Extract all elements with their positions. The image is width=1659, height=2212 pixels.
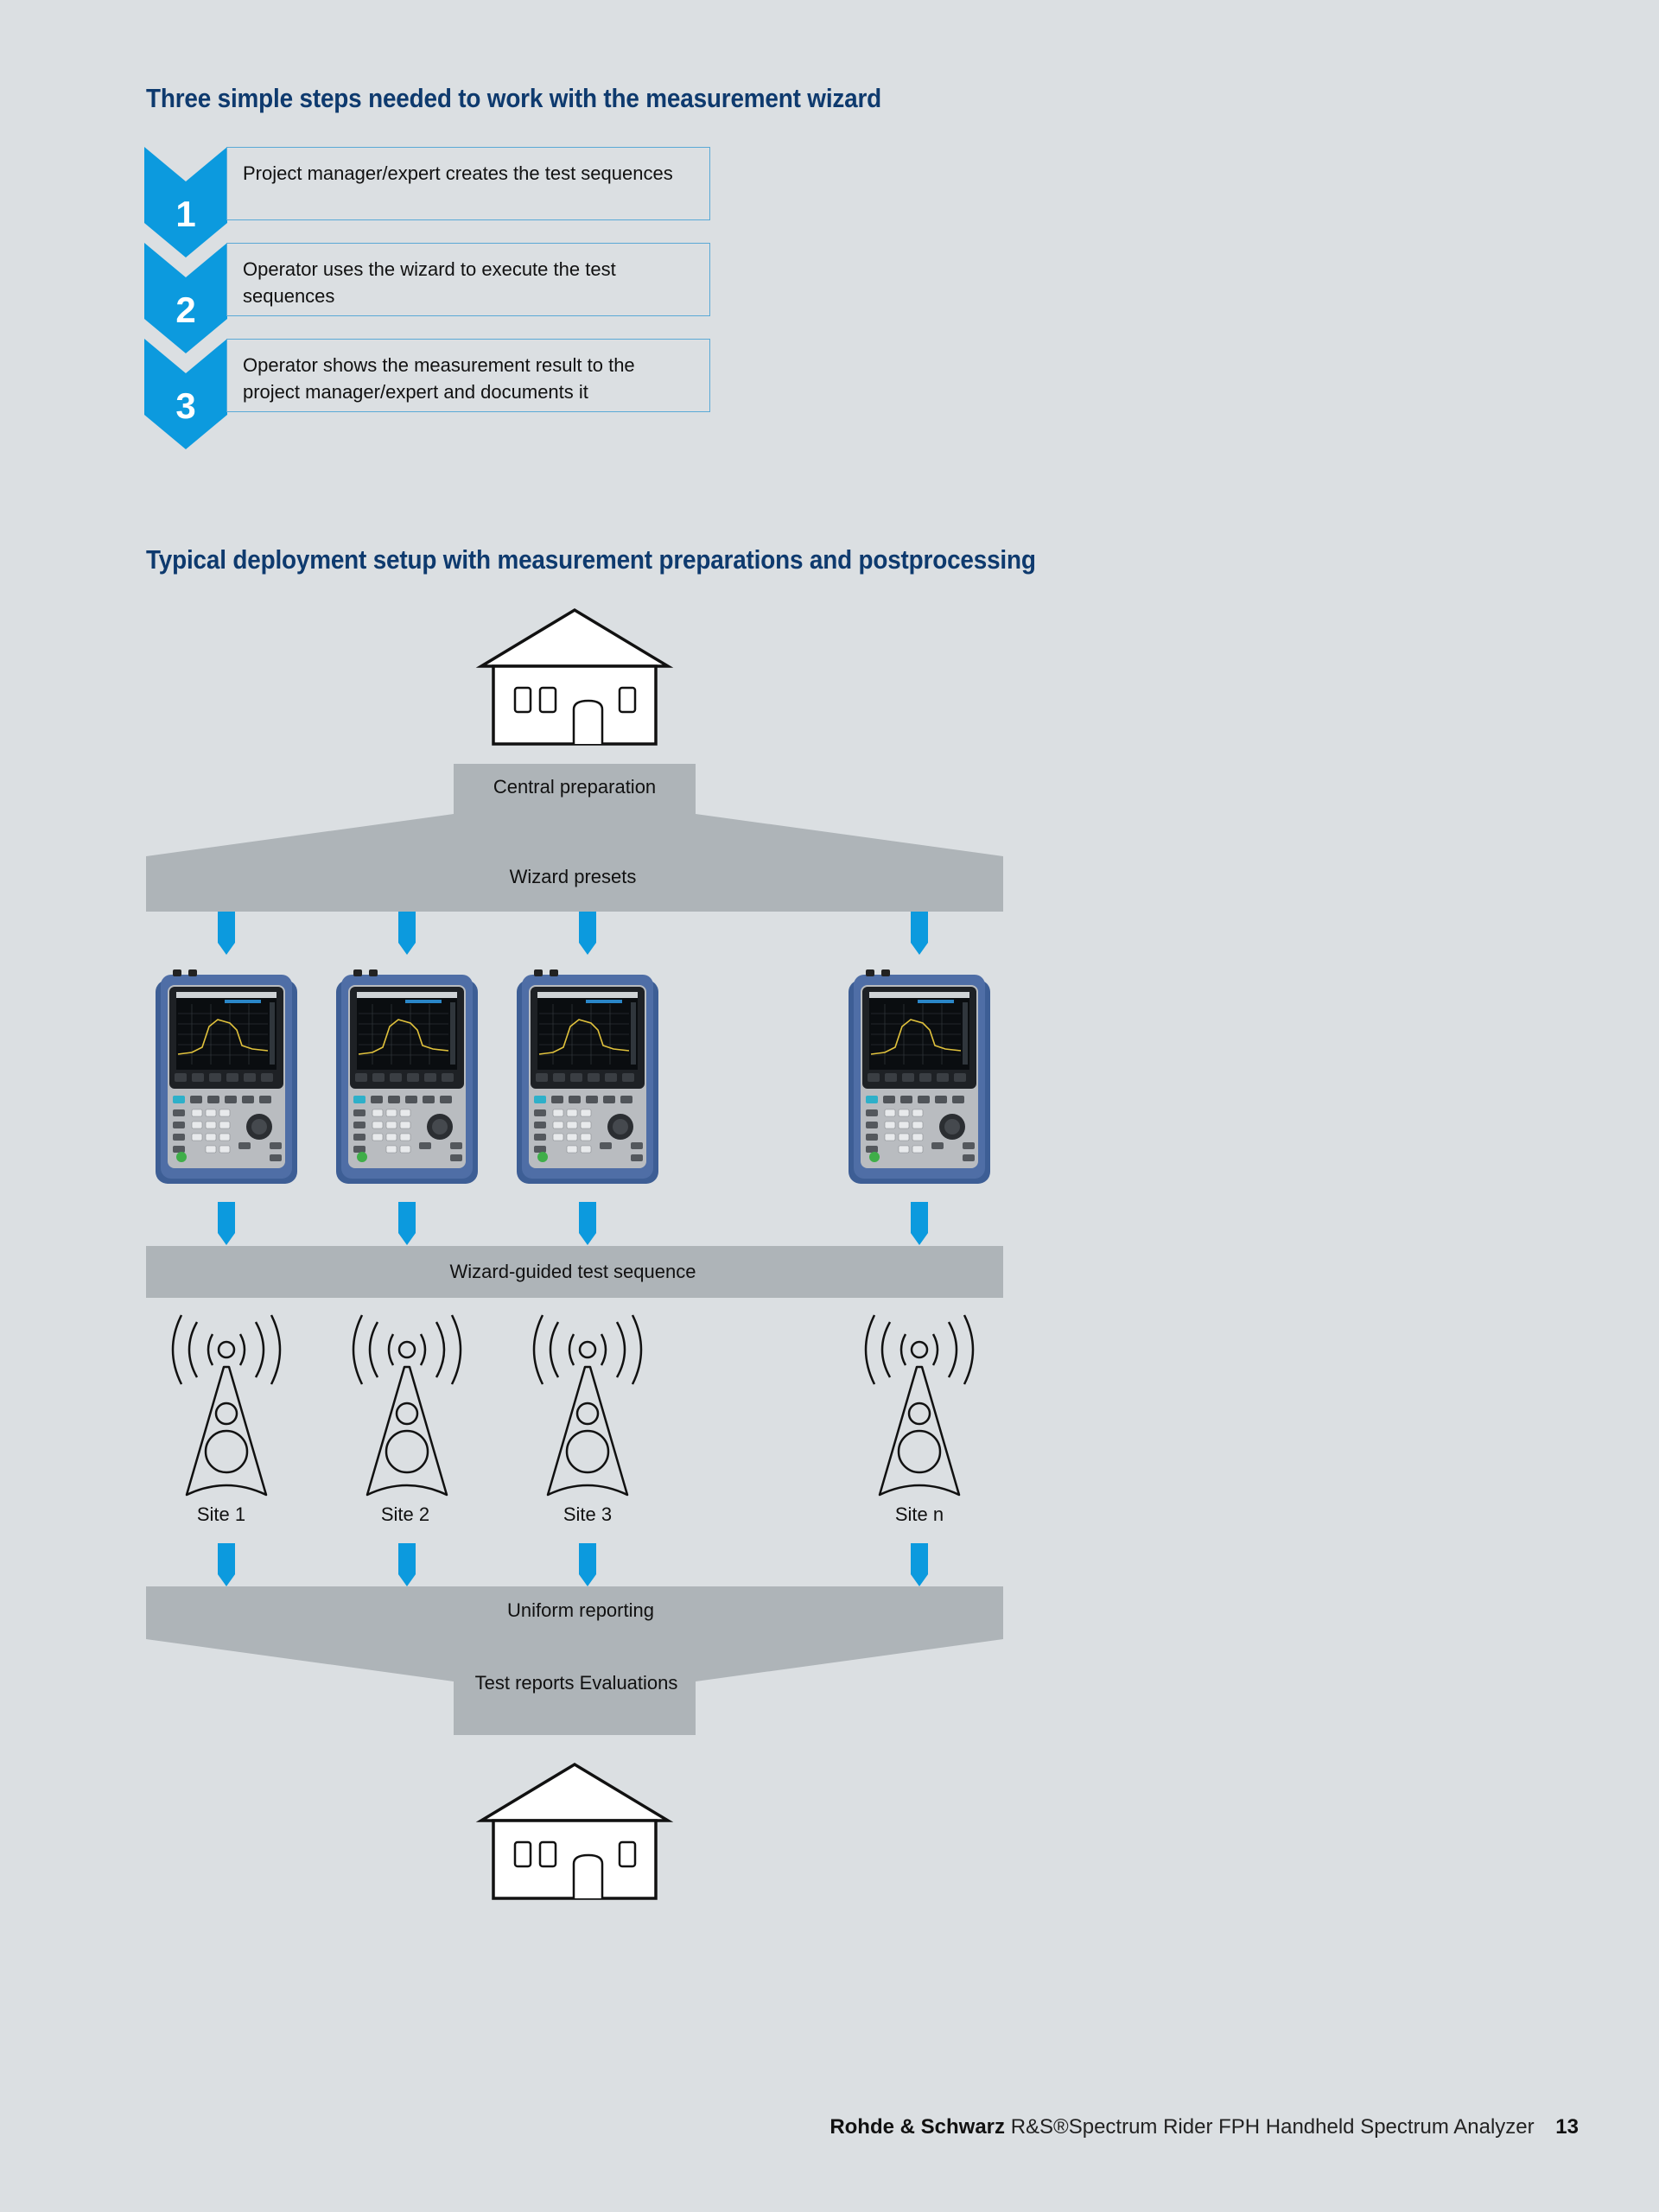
deployment-heading: Typical deployment setup with measuremen… — [146, 544, 1036, 575]
site-arrows — [218, 1543, 928, 1586]
spectrum-analyzer-icon — [335, 969, 479, 1185]
step-3-chevron — [144, 339, 227, 449]
step-1-text: Project manager/expert creates the test … — [226, 147, 710, 220]
step-1-chevron — [144, 147, 227, 257]
site-1-label: Site 1 — [196, 1503, 246, 1525]
deployment-diagram — [146, 608, 1003, 1900]
tower-icon — [864, 1313, 975, 1497]
test-reports-label: Test reports Evaluations — [474, 1672, 678, 1694]
site-3-label: Site 3 — [563, 1503, 613, 1525]
top-house-icon — [480, 608, 670, 746]
wizard-guided-band — [146, 1246, 1003, 1298]
page-number: 13 — [1555, 2115, 1579, 2139]
wizard-guided-label: Wizard-guided test sequence — [449, 1261, 696, 1282]
uniform-reporting-funnel — [146, 1586, 1003, 1735]
presets-arrows — [218, 912, 928, 955]
central-preparation-funnel — [146, 764, 1003, 912]
step-3-number: 3 — [175, 385, 196, 426]
wizard-presets-label: Wizard presets — [509, 866, 637, 887]
central-preparation-label: Central preparation — [493, 776, 657, 798]
step-2-text: Operator uses the wizard to execute the … — [226, 243, 710, 316]
footer-brand: Rohde & Schwarz — [830, 2115, 1006, 2139]
spectrum-analyzer-icon — [155, 969, 298, 1185]
step-1-number: 1 — [175, 194, 196, 234]
tower-icon — [352, 1313, 462, 1497]
spectrum-analyzer-icon — [848, 969, 991, 1185]
bottom-house-icon — [480, 1763, 670, 1900]
tower-icon — [171, 1313, 282, 1497]
spectrum-analyzer-icon — [516, 969, 659, 1185]
uniform-reporting-label: Uniform reporting — [507, 1599, 654, 1621]
step-2-chevron — [144, 243, 227, 353]
footer-product: R&S®Spectrum Rider FPH Handheld Spectrum… — [1010, 2115, 1535, 2139]
steps-heading: Three simple steps needed to work with t… — [146, 83, 882, 113]
step-3-text: Operator shows the measurement result to… — [226, 339, 710, 412]
site-2-label: Site 2 — [380, 1503, 430, 1525]
page-footer: Rohde & Schwarz R&S®Spectrum Rider FPH H… — [830, 2115, 1579, 2139]
device-arrows — [218, 1202, 928, 1245]
step-2-number: 2 — [175, 289, 196, 330]
tower-icon — [532, 1313, 643, 1497]
site-n-label: Site n — [894, 1503, 944, 1525]
